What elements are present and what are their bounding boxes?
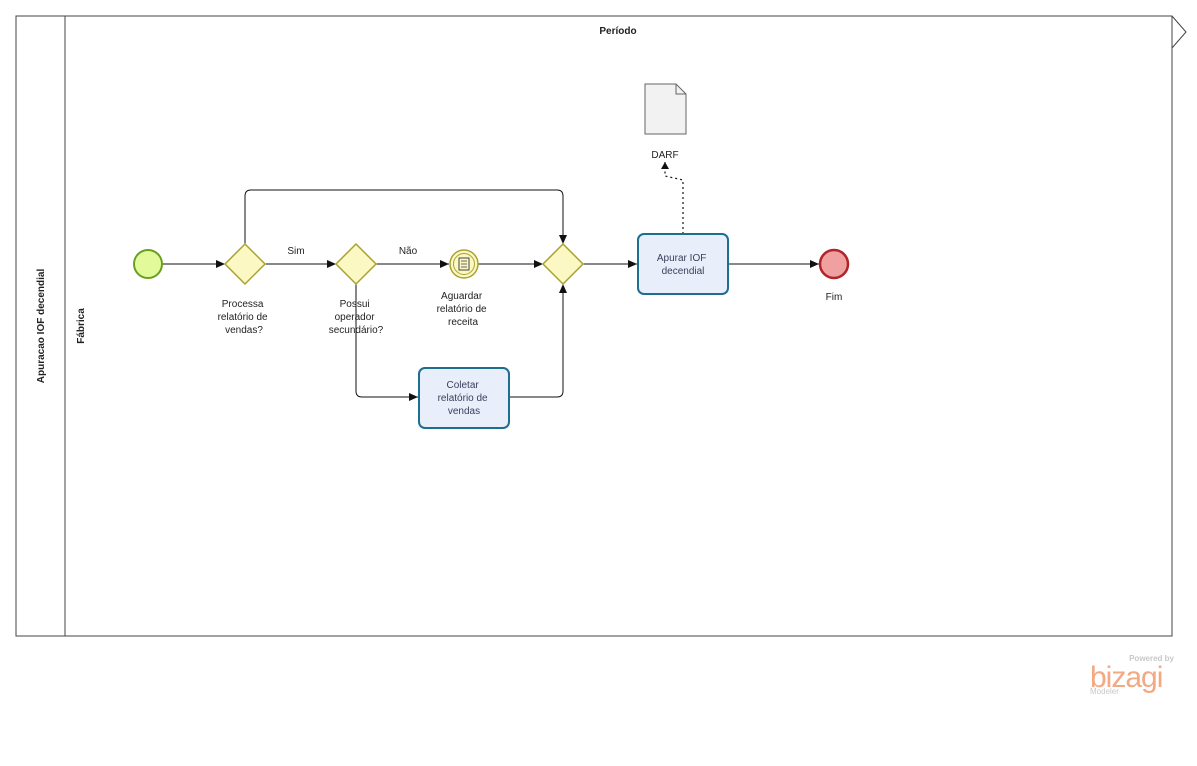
flow-coletar-merge[interactable] bbox=[510, 284, 567, 398]
logo-name: bizagi bbox=[1090, 661, 1162, 694]
bizagi-logo: Powered by bizagi Modeler bbox=[1090, 654, 1175, 696]
gateway-processa[interactable] bbox=[223, 242, 267, 286]
data-object-label: DARF bbox=[651, 150, 678, 161]
intermediate-event-aguardar[interactable] bbox=[449, 249, 479, 279]
pool-title: Apuracao IOF decendial bbox=[36, 269, 47, 384]
logo-powered-by: Powered by bbox=[1129, 654, 1174, 663]
end-event-label: Fim bbox=[826, 292, 843, 303]
task-apurar-iof[interactable] bbox=[637, 233, 729, 295]
conditional-icon bbox=[458, 257, 470, 271]
task-coletar-label: Coletar relatório de vendas bbox=[438, 380, 491, 417]
flow-g2-coletar[interactable] bbox=[355, 284, 418, 401]
pool[interactable] bbox=[15, 15, 1187, 637]
logo-product: Modeler bbox=[1090, 687, 1119, 696]
start-event[interactable] bbox=[133, 249, 163, 279]
flow-label-sim: Sim bbox=[287, 246, 304, 257]
gateway-merge[interactable] bbox=[541, 242, 585, 286]
milestone-title: Período bbox=[599, 26, 636, 37]
flows bbox=[162, 189, 819, 401]
end-event[interactable] bbox=[818, 248, 850, 280]
gateway-processa-label: Processa relatório de vendas? bbox=[218, 299, 271, 336]
gateway-possui-operador-label: Possui operador secundário? bbox=[329, 299, 384, 336]
flow-label-nao: Não bbox=[399, 246, 418, 257]
association-apurar-darf[interactable] bbox=[661, 162, 684, 234]
gateway-possui-operador[interactable] bbox=[334, 242, 378, 286]
intermediate-event-label: Aguardar relatório de receita bbox=[437, 291, 490, 328]
task-apurar-label: Apurar IOF decendial bbox=[657, 253, 709, 277]
flow-g1-merge[interactable] bbox=[244, 189, 567, 244]
lane-title: Fábrica bbox=[76, 308, 87, 344]
task-coletar-relatorio[interactable] bbox=[418, 367, 510, 429]
data-object-darf[interactable] bbox=[644, 83, 687, 135]
